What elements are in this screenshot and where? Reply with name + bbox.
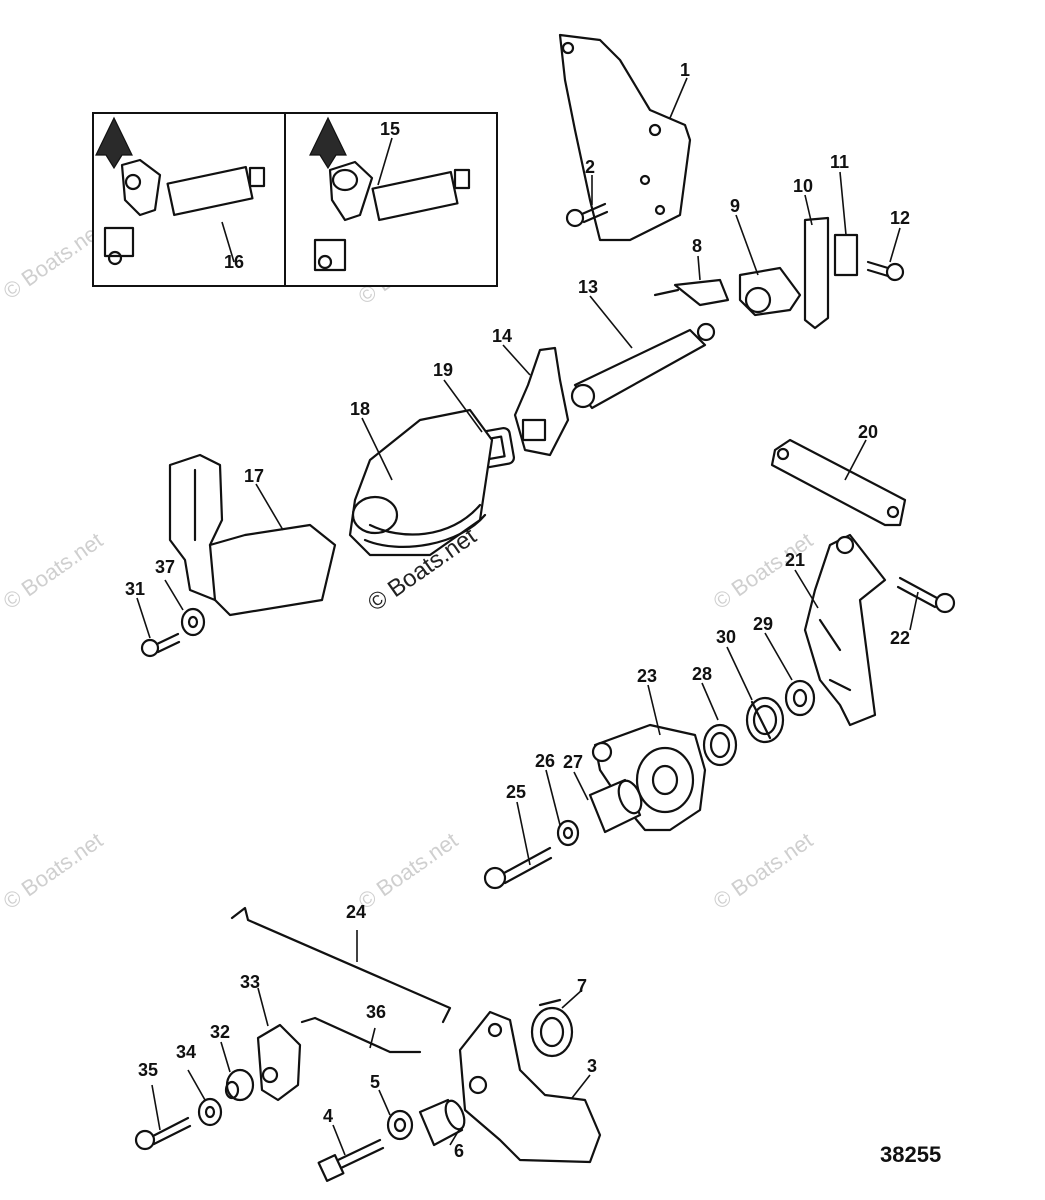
part-1-shape (558, 33, 692, 242)
part-36-shape (300, 1016, 422, 1054)
callout-3: 3 (587, 1056, 597, 1076)
callout-9: 9 (730, 196, 740, 216)
part-12-shape (866, 260, 905, 282)
callout-7: 7 (577, 976, 587, 996)
part-14-shape (513, 346, 570, 457)
part-7-shape (530, 998, 574, 1058)
callout-19: 19 (433, 360, 453, 380)
part-24-shape (230, 906, 452, 1024)
part-23-shape (591, 723, 707, 832)
callout-35: 35 (138, 1060, 158, 1080)
callout-28: 28 (692, 664, 712, 684)
watermark-7: © Boats.net (709, 827, 818, 914)
part-6-shape (418, 1098, 466, 1147)
part-21-shape (803, 533, 887, 727)
part-29-shape (784, 679, 816, 717)
part-20-shape (770, 438, 907, 527)
part-16-shape (103, 158, 266, 266)
callout-37: 37 (155, 557, 175, 577)
callout-22: 22 (890, 628, 910, 648)
callout-36: 36 (366, 1002, 386, 1022)
part-5-shape (386, 1109, 414, 1141)
callout-6: 6 (454, 1141, 464, 1161)
part-11-shape (833, 233, 859, 277)
callout-31: 31 (125, 579, 145, 599)
callout-21: 21 (785, 550, 805, 570)
part-9-shape (738, 266, 802, 317)
reference-number: 38255 (880, 1142, 941, 1167)
callout-1: 1 (680, 60, 690, 80)
part-31-shape (140, 632, 181, 658)
part-13-shape (570, 322, 716, 410)
part-37-shape (180, 607, 206, 637)
part-35-shape (134, 1116, 192, 1151)
callout-32: 32 (210, 1022, 230, 1042)
watermark-4: © Boats.net (709, 527, 818, 614)
part-28-shape (702, 723, 738, 767)
callout-30: 30 (716, 627, 736, 647)
inset-box (92, 112, 498, 287)
callout-34: 34 (176, 1042, 196, 1062)
part-26-shape (556, 819, 580, 847)
arrow-icon (95, 116, 133, 170)
part-30-shape (745, 696, 785, 744)
part-4-shape (317, 1138, 385, 1182)
part-34-shape (197, 1097, 223, 1127)
callout-15: 15 (380, 119, 400, 139)
callout-29: 29 (753, 614, 773, 634)
callout-24: 24 (346, 902, 366, 922)
callout-16: 16 (224, 252, 244, 272)
arrow-icon (309, 116, 347, 170)
callout-12: 12 (890, 208, 910, 228)
callout-13: 13 (578, 277, 598, 297)
part-18-shape (348, 408, 494, 557)
callout-8: 8 (692, 236, 702, 256)
callout-4: 4 (323, 1106, 333, 1126)
part-3-shape (458, 1010, 602, 1164)
watermark-6: © Boats.net (354, 827, 463, 914)
callout-2: 2 (585, 157, 595, 177)
watermark-5: © Boats.net (0, 827, 107, 914)
part-27-shape (588, 778, 643, 834)
callout-17: 17 (244, 466, 264, 486)
watermark-1: © Boats.net (0, 217, 107, 304)
part-25-shape (483, 846, 553, 890)
callout-11: 11 (830, 152, 849, 172)
part-17-shape (168, 453, 337, 617)
callout-23: 23 (637, 666, 657, 686)
callout-14: 14 (492, 326, 512, 346)
callout-18: 18 (350, 399, 370, 419)
watermark-3: © Boats.net (0, 527, 107, 614)
callout-33: 33 (240, 972, 260, 992)
callout-20: 20 (858, 422, 878, 442)
callout-5: 5 (370, 1072, 380, 1092)
callout-25: 25 (506, 782, 526, 802)
part-33-shape (256, 1023, 302, 1102)
part-15-shape (313, 160, 471, 272)
callouts: 1 2 3 4 5 6 7 8 9 10 11 12 13 14 15 16 1… (125, 60, 910, 1161)
leader-lines (136, 77, 919, 1156)
part-10-shape (803, 216, 830, 330)
callout-10: 10 (793, 176, 813, 196)
callout-27: 27 (563, 752, 583, 772)
part-22-shape (896, 576, 956, 614)
part-8-shape (673, 278, 730, 307)
part-32-shape (224, 1068, 255, 1102)
part-2-shape (565, 202, 609, 228)
callout-26: 26 (535, 751, 555, 771)
